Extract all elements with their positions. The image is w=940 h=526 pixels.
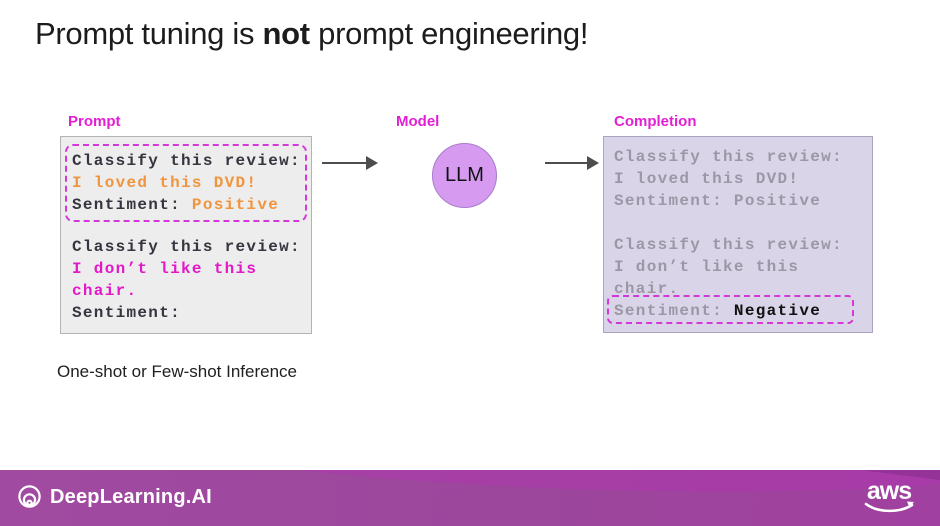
deeplearning-brand-text: DeepLearning.AI — [50, 486, 212, 508]
aws-logo-icon: aws — [864, 477, 914, 513]
title-emphasis: not — [262, 16, 311, 51]
footer-bar: DeepLearning.AI aws — [0, 470, 940, 526]
prompt-line: Classify this review: — [72, 238, 301, 256]
arrow-head — [366, 156, 378, 170]
sentiment-value: Positive — [191, 196, 280, 214]
completion-line: Sentiment: Negative — [614, 300, 872, 322]
completion-line: I loved this DVD! — [614, 170, 800, 188]
footer-wave-decoration — [300, 470, 940, 492]
deeplearning-logo-icon — [18, 485, 41, 508]
deeplearning-logo: DeepLearning.AI — [16, 484, 212, 511]
one-shot-example-highlight: Classify this review: I loved this DVD! … — [65, 144, 307, 222]
title-text: prompt engineering! — [309, 16, 589, 51]
prompt-box: Classify this review: I loved this DVD! … — [60, 136, 312, 334]
inference-caption: One-shot or Few-shot Inference — [57, 362, 298, 381]
query-example: Classify this review: I don’t like this … — [72, 236, 311, 324]
arrow-shaft — [545, 162, 589, 164]
arrow-head — [587, 156, 599, 170]
completion-line: Classify this review: — [614, 236, 843, 254]
completion-line: chair. — [614, 280, 680, 298]
flow-arrow-model-to-completion-icon — [545, 156, 599, 170]
flow-arrow-prompt-to-model-icon — [322, 156, 378, 170]
prompt-line: Classify this review: — [72, 152, 301, 170]
arrow-shaft — [322, 162, 368, 164]
completion-line: I don’t like this — [614, 258, 800, 276]
slide-title: Prompt tuning is not prompt engineering! — [35, 16, 588, 52]
aws-logo-text: aws — [867, 477, 911, 505]
sentiment-key: Sentiment: — [72, 196, 192, 214]
sentiment-answer: Negative — [733, 302, 822, 320]
llm-model-node: LLM — [432, 143, 497, 208]
llm-label: LLM — [445, 164, 484, 186]
completion-box: Classify this review: I loved this DVD! … — [603, 136, 873, 333]
sentiment-key: Sentiment: — [614, 302, 734, 320]
prompt-section-label: Prompt — [68, 113, 121, 130]
model-section-label: Model — [396, 113, 440, 130]
prompt-line: chair. — [72, 282, 138, 300]
completion-line: Classify this review: — [614, 148, 843, 166]
title-text: Prompt tuning is — [35, 16, 263, 51]
completion-line: Sentiment: Positive — [614, 192, 822, 210]
prompt-line: I don’t like this — [72, 260, 258, 278]
completion-section-label: Completion — [614, 113, 697, 130]
prompt-line: Sentiment: — [72, 304, 182, 322]
blank-line — [614, 212, 872, 234]
prompt-line: Sentiment: Positive — [72, 194, 303, 216]
prompt-line: I loved this DVD! — [72, 174, 258, 192]
